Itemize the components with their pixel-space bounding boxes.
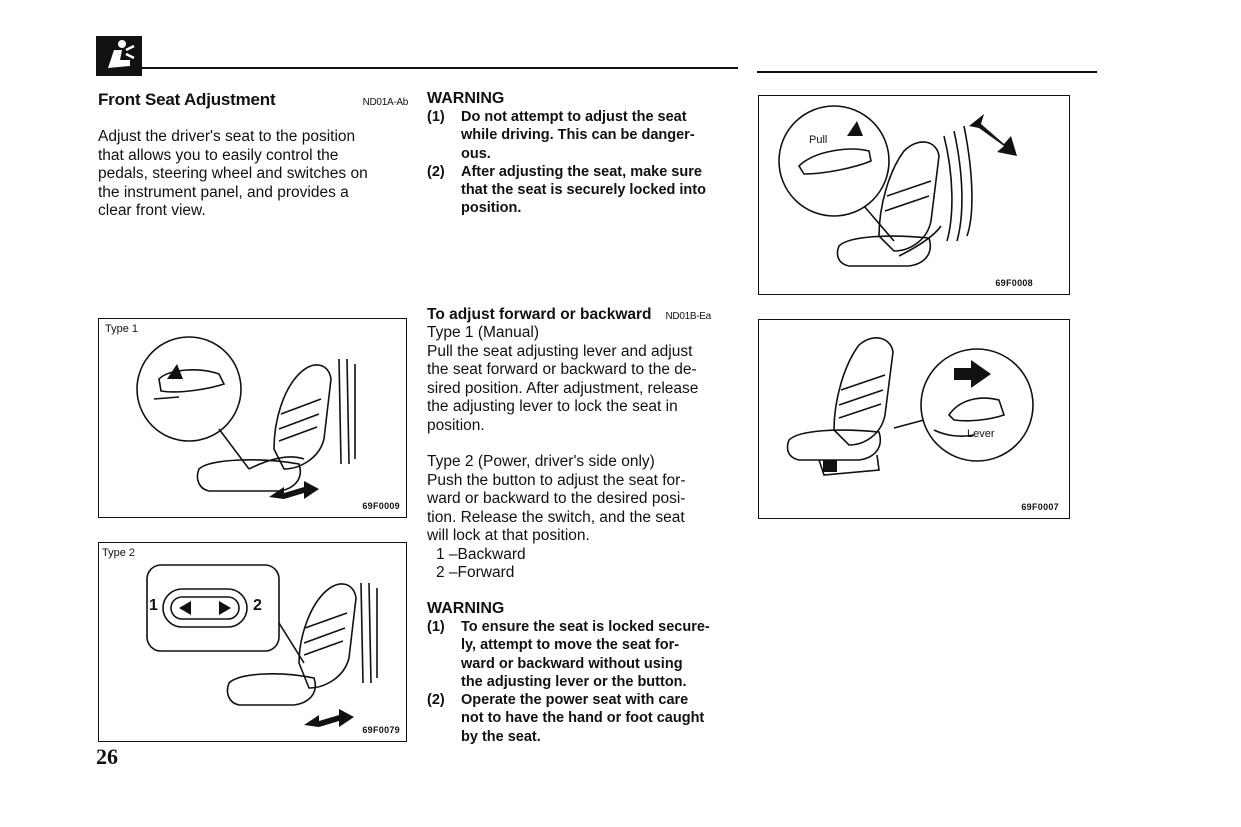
warning-line: Operate the power seat with care bbox=[461, 692, 689, 709]
figure-pull: Pull 69F0008 bbox=[758, 95, 1070, 295]
intro-line: clear front view. bbox=[98, 202, 206, 219]
pull-label: Pull bbox=[809, 134, 828, 146]
type2-line: tion. Release the switch, and the seat bbox=[427, 508, 685, 526]
type1-line: the adjusting lever to lock the seat in bbox=[427, 398, 678, 415]
type1-line: Pull the seat adjusting lever and adjust bbox=[427, 342, 693, 360]
intro-paragraph: Adjust the driver's seat to the position… bbox=[98, 128, 408, 221]
figure-label: Type 1 bbox=[105, 323, 139, 335]
warning-item: (1) Do not attempt to adjust the seat wh… bbox=[427, 108, 739, 163]
section-title: Front Seat Adjustment bbox=[98, 90, 276, 109]
adjust-code: ND01B-Ea bbox=[665, 311, 712, 322]
intro-line: that allows you to easily control the bbox=[98, 146, 339, 164]
header-rule-left bbox=[142, 67, 738, 69]
seat-illustration-pull bbox=[778, 105, 1017, 267]
warning-line: not to have the hand or foot caught bbox=[461, 710, 705, 727]
type1-line: sired position. After adjustment, releas… bbox=[427, 379, 699, 397]
type2-line: will lock at that position. bbox=[427, 527, 590, 544]
type1-line: position. bbox=[427, 416, 485, 434]
warning-num: (2) bbox=[427, 692, 445, 709]
warning-line: Do not attempt to adjust the seat bbox=[461, 109, 687, 125]
warning-line: while driving. This can be danger- bbox=[461, 127, 695, 144]
lever-label: Lever bbox=[967, 428, 995, 440]
figure-lever: Lever 69F0007 bbox=[758, 319, 1070, 519]
type1-line: the seat forward or backward to the de- bbox=[427, 361, 697, 378]
warning-item: (2) Operate the power seat with care not… bbox=[427, 691, 739, 746]
seat-adjust-icon bbox=[96, 36, 142, 76]
seat-illustration-type2 bbox=[146, 564, 378, 727]
backward-marker: 1 bbox=[149, 597, 158, 614]
warning-line: After adjusting the seat, make sure bbox=[461, 163, 702, 180]
intro-line: the instrument panel, and provides a bbox=[98, 183, 349, 201]
warning-item: (1) To ensure the seat is locked secure-… bbox=[427, 618, 739, 691]
warning-box-2: WARNING (1) To ensure the seat is locked… bbox=[427, 600, 739, 746]
warning-item: (2) After adjusting the seat, make sure … bbox=[427, 163, 739, 218]
direction-item: 2 –Forward bbox=[436, 564, 515, 581]
page-number: 26 bbox=[96, 744, 118, 769]
type2-line: ward or backward to the desired posi- bbox=[427, 490, 686, 507]
warning-title: WARNING bbox=[427, 600, 505, 617]
warning-box-1: WARNING (1) Do not attempt to adjust the… bbox=[427, 90, 739, 218]
warning-line: To ensure the seat is locked secure- bbox=[461, 619, 710, 635]
intro-line: Adjust the driver's seat to the position bbox=[98, 128, 356, 145]
warning-line: that the seat is securely locked into bbox=[461, 182, 706, 199]
seat-illustration-type1 bbox=[136, 336, 356, 499]
warning-title: WARNING bbox=[427, 90, 505, 107]
warning-num: (1) bbox=[427, 109, 445, 125]
forward-marker: 2 bbox=[253, 597, 262, 614]
figure-type1: Type 1 69F0009 bbox=[98, 318, 407, 518]
figure-code: 69F0009 bbox=[362, 501, 400, 511]
warning-line: by the seat. bbox=[461, 728, 541, 745]
header-rule-right bbox=[757, 71, 1097, 73]
direction-item: 1 –Backward bbox=[436, 545, 526, 563]
figure-code: 69F0008 bbox=[995, 278, 1033, 288]
warning-line: position. bbox=[461, 200, 522, 217]
figure-code: 69F0079 bbox=[362, 725, 400, 735]
warning-line: the adjusting lever or the button. bbox=[461, 673, 687, 690]
warning-num: (1) bbox=[427, 619, 445, 635]
warning-num: (2) bbox=[427, 163, 445, 180]
figure-type2: Type 2 1 2 69F0079 bbox=[98, 542, 407, 742]
warning-line: ward or backward without using bbox=[461, 655, 683, 672]
adjust-section: To adjust forward or backward ND01B-Ea T… bbox=[427, 306, 740, 583]
type2-title: Type 2 (Power, driver's side only) bbox=[427, 453, 655, 470]
type1-title: Type 1 (Manual) bbox=[427, 324, 539, 341]
section-code: ND01A-Ab bbox=[362, 97, 409, 108]
figure-code: 69F0007 bbox=[1021, 502, 1059, 512]
type2-line: Push the button to adjust the seat for- bbox=[427, 471, 686, 489]
seat-illustration-lever bbox=[786, 337, 1034, 476]
intro-line: pedals, steering wheel and switches on bbox=[98, 165, 368, 182]
adjust-title: To adjust forward or backward bbox=[427, 306, 652, 323]
warning-line: ous. bbox=[461, 145, 491, 162]
front-seat-section: Front Seat Adjustment ND01A-Ab Adjust th… bbox=[98, 90, 408, 221]
figure-label: Type 2 bbox=[102, 547, 136, 559]
warning-line: ly, attempt to move the seat for- bbox=[461, 637, 680, 654]
